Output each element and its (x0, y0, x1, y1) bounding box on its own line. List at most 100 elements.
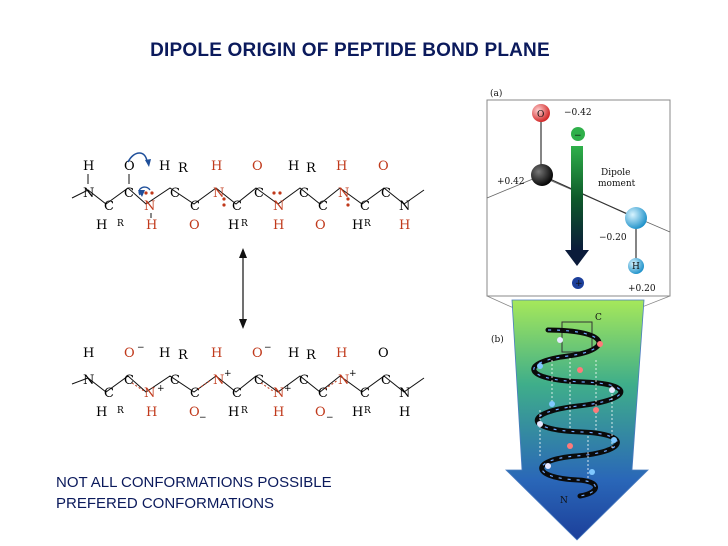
svg-text:C: C (360, 199, 370, 214)
svg-text:C: C (595, 313, 602, 323)
svg-text:O: O (189, 405, 200, 420)
svg-text:N: N (399, 386, 410, 401)
svg-text:+: + (224, 369, 232, 379)
svg-text:R: R (117, 406, 124, 416)
svg-text:H: H (336, 346, 347, 361)
svg-text:O: O (378, 346, 389, 361)
svg-text:C: C (190, 386, 200, 401)
svg-text:−: − (137, 343, 145, 353)
svg-text:R: R (117, 219, 124, 229)
panel-a-tag: (a) (490, 88, 502, 99)
svg-text:+: + (284, 384, 292, 394)
svg-text:H: H (288, 159, 299, 174)
svg-text:H: H (352, 218, 363, 233)
n-charge-label: −0.20 (599, 233, 627, 243)
dipole-arrow (571, 146, 583, 250)
svg-text:H: H (83, 346, 94, 361)
svg-text:O: O (124, 159, 135, 174)
svg-text:N: N (399, 199, 410, 214)
hydrogen-atom (628, 258, 644, 274)
svg-text:C: C (381, 186, 391, 201)
svg-text:C: C (232, 386, 242, 401)
svg-text:C: C (318, 386, 328, 401)
svg-text:H: H (273, 218, 284, 233)
svg-text:R: R (178, 161, 189, 176)
svg-text:H: H (228, 218, 239, 233)
svg-text:C: C (170, 373, 180, 388)
svg-text:O: O (189, 218, 200, 233)
svg-text:C: C (124, 186, 134, 201)
svg-text:−: − (574, 131, 582, 141)
svg-text:C: C (254, 373, 264, 388)
svg-text:R: R (364, 219, 371, 229)
svg-text:C: C (104, 386, 114, 401)
svg-text:+: + (349, 369, 357, 379)
nitrogen-atom (625, 207, 647, 229)
alpha-helix: (b) C N (491, 299, 649, 541)
svg-text:H: H (146, 405, 157, 420)
svg-text:H: H (632, 262, 640, 272)
svg-text:+: + (575, 279, 583, 289)
svg-text:H: H (288, 346, 299, 361)
svg-text:C: C (190, 199, 200, 214)
h-charge-label: +0.20 (628, 284, 656, 294)
svg-text:C: C (104, 199, 114, 214)
resonance-arrow (239, 248, 247, 329)
svg-text:C: C (299, 186, 309, 201)
oxygen-atom (532, 104, 550, 122)
svg-text:O: O (537, 110, 544, 120)
svg-text:R: R (178, 348, 189, 363)
svg-text:R: R (306, 161, 317, 176)
c-charge-label: +0.42 (497, 177, 525, 187)
svg-text:N: N (338, 186, 349, 201)
svg-text:H: H (96, 405, 107, 420)
svg-text:H: H (159, 159, 170, 174)
dipole-label: Dipole (601, 168, 630, 178)
svg-text:H: H (352, 405, 363, 420)
footer-line-2: PREFERED CONFORMATIONS (56, 495, 275, 512)
svg-text:N: N (273, 199, 284, 214)
svg-text:C: C (124, 373, 134, 388)
svg-text:H: H (336, 159, 347, 174)
svg-text:+: + (157, 384, 165, 394)
svg-text:O: O (378, 159, 389, 174)
svg-text:H: H (211, 159, 222, 174)
svg-text:moment: moment (598, 179, 636, 189)
svg-text:N: N (144, 386, 155, 401)
svg-text:H: H (96, 218, 107, 233)
helix-dipole-arrow (505, 299, 649, 541)
svg-text:C: C (254, 186, 264, 201)
svg-text:O: O (252, 159, 263, 174)
svg-text:H: H (159, 346, 170, 361)
page-title: DIPOLE ORIGIN OF PEPTIDE BOND PLANE (150, 40, 550, 61)
svg-text:H: H (211, 346, 222, 361)
svg-text:R: R (241, 219, 248, 229)
svg-text:O: O (124, 346, 135, 361)
svg-text:−: − (326, 413, 334, 423)
svg-text:−: − (199, 413, 207, 423)
svg-text:N: N (83, 186, 94, 201)
svg-text:C: C (232, 199, 242, 214)
svg-text:H: H (399, 405, 410, 420)
svg-text:N: N (338, 373, 349, 388)
carbon-atom (531, 164, 553, 186)
svg-text:C: C (170, 186, 180, 201)
svg-text:N: N (213, 186, 224, 201)
svg-text:O: O (252, 346, 263, 361)
dipole-panel: (a) O H − + −0.42 +0.42 −0.20 +0.20 Dipo… (486, 88, 671, 297)
svg-text:N: N (273, 386, 284, 401)
svg-text:H: H (146, 218, 157, 233)
svg-text:H: H (83, 159, 94, 174)
svg-text:−: − (264, 343, 272, 353)
svg-text:O: O (315, 218, 326, 233)
svg-text:C: C (360, 386, 370, 401)
svg-text:N: N (560, 496, 568, 506)
svg-text:R: R (306, 348, 317, 363)
svg-text:C: C (299, 373, 309, 388)
svg-text:R: R (241, 406, 248, 416)
svg-text:N: N (213, 373, 224, 388)
o-charge-label: −0.42 (564, 108, 592, 118)
svg-text:N: N (83, 373, 94, 388)
